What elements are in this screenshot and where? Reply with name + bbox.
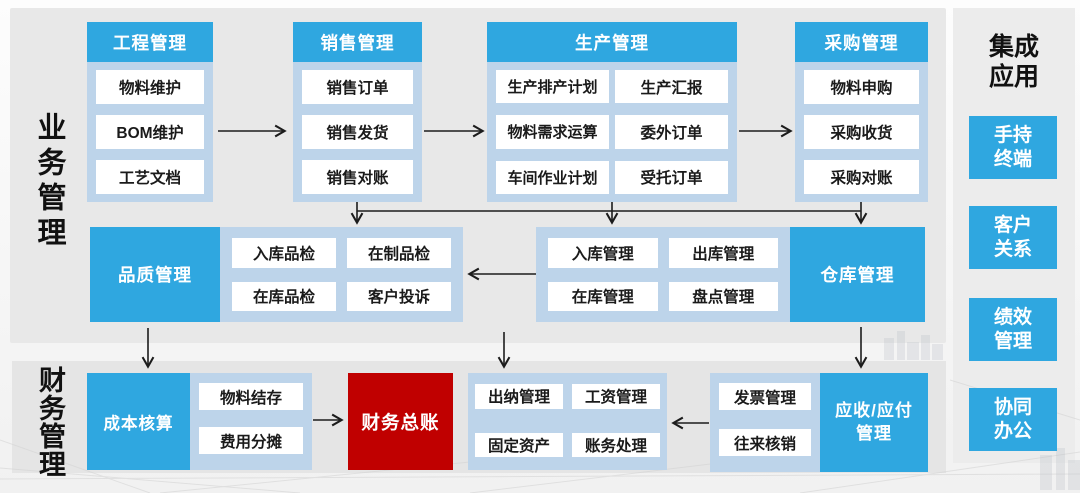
item-inprocess-inspection: 在制品检: [347, 238, 451, 268]
receivable-items-container: 发票管理 往来核销: [710, 373, 820, 472]
quality-items-container: 入库品检 在制品检 在库品检 客户投诉: [220, 227, 463, 322]
item-payroll-management: 工资管理: [572, 384, 660, 409]
accounting-items-container: 出纳管理 工资管理 固定资产 账务处理: [468, 373, 667, 470]
integration-customer-relationship: 客户关系: [969, 206, 1057, 269]
cost-items-container: 物料结存 费用分摊: [190, 373, 312, 470]
column-engineering-management: 工程管理 物料维护 BOM维护 工艺文档: [87, 22, 213, 202]
production-items: 生产排产计划 生产汇报 物料需求运算 委外订单 车间作业计划 受托订单: [487, 62, 737, 202]
item-stocktaking-management: 盘点管理: [668, 281, 778, 311]
item-inbound-management: 入库管理: [548, 238, 658, 268]
finance-section-label: 财务管理: [35, 366, 65, 478]
integration-collaborative-office: 协同办公: [969, 388, 1057, 451]
column-sales-management: 销售管理 销售订单 销售发货 销售对账: [293, 22, 422, 202]
procurement-management-header: 采购管理: [795, 22, 928, 62]
item-consignment-order: 受托订单: [615, 160, 728, 194]
production-management-header: 生产管理: [487, 22, 737, 62]
item-purchase-receipt: 采购收货: [804, 115, 919, 149]
item-process-documents: 工艺文档: [96, 160, 204, 194]
column-procurement-management: 采购管理 物料申购 采购收货 采购对账: [795, 22, 928, 202]
quality-management-block: 品质管理: [90, 227, 220, 322]
item-transaction-writeoff: 往来核销: [719, 429, 811, 456]
item-customer-complaint: 客户投诉: [347, 281, 451, 311]
procurement-items: 物料申购 采购收货 采购对账: [795, 62, 928, 202]
integration-handheld-terminal: 手持终端: [969, 116, 1057, 179]
item-sales-reconciliation: 销售对账: [302, 160, 413, 194]
integration-title: 集成应用: [988, 33, 1039, 91]
item-material-maintenance: 物料维护: [96, 70, 204, 104]
item-outbound-management: 出库管理: [668, 238, 778, 268]
engineering-management-header: 工程管理: [87, 22, 213, 62]
item-expense-allocation: 费用分摊: [199, 427, 303, 454]
engineering-items: 物料维护 BOM维护 工艺文档: [87, 62, 213, 202]
item-mrp-calculation: 物料需求运算: [496, 115, 609, 149]
item-workshop-plan: 车间作业计划: [496, 160, 609, 194]
item-bom-maintenance: BOM维护: [96, 115, 204, 149]
ar-ap-management-label: 应收/应付管理: [835, 401, 913, 443]
general-ledger-block: 财务总账: [348, 373, 453, 470]
warehouse-management-block: 仓库管理: [790, 227, 925, 322]
item-instock-management: 在库管理: [548, 281, 658, 311]
item-purchase-reconciliation: 采购对账: [804, 160, 919, 194]
item-material-requisition: 物料申购: [804, 70, 919, 104]
item-production-scheduling: 生产排产计划: [496, 70, 609, 104]
item-incoming-inspection: 入库品检: [232, 238, 336, 268]
integration-performance-management: 绩效管理: [969, 298, 1057, 361]
business-section-label: 业务管理: [33, 112, 65, 252]
item-outsourcing-order: 委外订单: [615, 115, 728, 149]
warehouse-items-container: 入库管理 出库管理 在库管理 盘点管理: [536, 227, 790, 322]
sales-items: 销售订单 销售发货 销售对账: [293, 62, 422, 202]
item-production-report: 生产汇报: [615, 70, 728, 104]
item-cashier-management: 出纳管理: [475, 384, 563, 409]
ar-ap-management-block: 应收/应付管理: [820, 373, 928, 472]
cost-accounting-block: 成本核算: [87, 373, 190, 470]
item-instock-inspection: 在库品检: [232, 281, 336, 311]
item-account-processing: 账务处理: [572, 432, 660, 457]
item-material-balance: 物料结存: [199, 383, 303, 410]
column-production-management: 生产管理 生产排产计划 生产汇报 物料需求运算 委外订单 车间作业计划 受托订单: [487, 22, 737, 202]
sales-management-header: 销售管理: [293, 22, 422, 62]
item-invoice-management: 发票管理: [719, 383, 811, 410]
item-sales-order: 销售订单: [302, 70, 413, 104]
item-fixed-assets: 固定资产: [475, 432, 563, 457]
item-sales-delivery: 销售发货: [302, 115, 413, 149]
